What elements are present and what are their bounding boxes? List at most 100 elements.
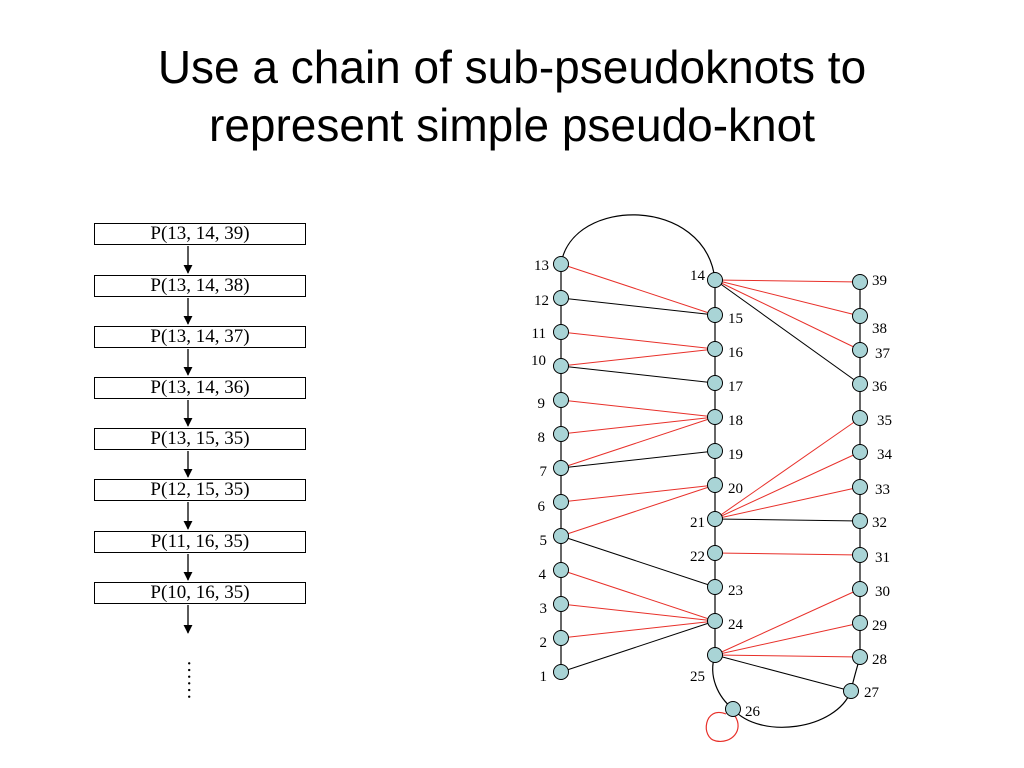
node-label-21: 21 — [690, 515, 705, 531]
pair-line-14-39 — [714, 279, 861, 283]
pair-line-25-30 — [714, 588, 861, 656]
pair-line-7-18 — [560, 416, 716, 469]
node-label-18: 18 — [728, 413, 743, 429]
chain-item-7: P(11, 16, 35) — [94, 531, 306, 553]
nucleotide-labels: 1234567891011121314151617181920212223242… — [531, 258, 893, 720]
node-label-19: 19 — [728, 447, 743, 463]
pair-line-8-18 — [560, 416, 716, 435]
node-25 — [707, 647, 723, 663]
pair-line-14-38 — [714, 279, 861, 317]
node-32 — [852, 513, 868, 529]
pair-line-25-29 — [714, 622, 861, 656]
node-label-28: 28 — [872, 652, 887, 668]
node-28 — [852, 649, 868, 665]
node-label-6: 6 — [538, 499, 546, 515]
pair-line-1-24 — [560, 620, 716, 673]
chain-item-6: P(12, 15, 35) — [94, 479, 306, 501]
chain-item-4: P(13, 14, 36) — [94, 377, 306, 399]
chain-item-3: P(13, 14, 37) — [94, 326, 306, 348]
node-4 — [553, 562, 569, 578]
backbone-segment — [712, 654, 734, 710]
node-18 — [707, 409, 723, 425]
node-20 — [707, 477, 723, 493]
node-8 — [553, 426, 569, 442]
pair-line-7-19 — [560, 450, 716, 469]
node-37 — [852, 342, 868, 358]
pair-line-3-24 — [560, 603, 716, 622]
pair-line-21-32 — [714, 518, 861, 522]
backbone-segment — [732, 690, 852, 728]
node-label-9: 9 — [538, 396, 546, 412]
node-10 — [553, 358, 569, 374]
node-label-20: 20 — [728, 481, 743, 497]
node-27 — [843, 683, 859, 699]
node-5 — [553, 528, 569, 544]
chain-item-5: P(13, 15, 35) — [94, 428, 306, 450]
pair-line-2-24 — [560, 620, 716, 639]
node-16 — [707, 341, 723, 357]
node-21 — [707, 511, 723, 527]
node-label-25: 25 — [690, 669, 705, 685]
chain-item-2: P(13, 14, 38) — [94, 275, 306, 297]
pair-line-9-18 — [560, 399, 716, 418]
node-label-2: 2 — [540, 635, 548, 651]
node-label-35: 35 — [877, 413, 892, 429]
pair-line-25-28 — [714, 654, 861, 658]
pair-line-10-17 — [560, 365, 716, 384]
node-15 — [707, 307, 723, 323]
pair-line-5-23 — [560, 535, 716, 588]
node-38 — [852, 308, 868, 324]
nucleotide-nodes — [553, 256, 868, 717]
pair-line-22-31 — [714, 552, 861, 556]
node-label-13: 13 — [534, 258, 549, 274]
pair-line-21-34 — [714, 451, 861, 520]
node-33 — [852, 479, 868, 495]
node-30 — [852, 581, 868, 597]
pair-line-10-16 — [560, 348, 716, 367]
node-31 — [852, 547, 868, 563]
node-13 — [553, 256, 569, 272]
chain-arrows: …… — [183, 246, 205, 700]
chain-continuation-dots: …… — [183, 660, 205, 700]
node-label-12: 12 — [534, 293, 549, 309]
node-12 — [553, 290, 569, 306]
node-label-31: 31 — [875, 550, 890, 566]
node-3 — [553, 596, 569, 612]
node-29 — [852, 615, 868, 631]
node-label-10: 10 — [531, 353, 546, 369]
node-label-22: 22 — [690, 549, 705, 565]
node-9 — [553, 392, 569, 408]
pair-line-11-16 — [560, 331, 716, 350]
backbone-segment — [560, 214, 716, 281]
pair-line-12-15 — [560, 297, 716, 316]
node-label-1: 1 — [540, 669, 548, 685]
slide-title: Use a chain of sub-pseudoknots to repres… — [0, 38, 1024, 154]
pair-line-25-27 — [714, 654, 852, 692]
node-label-14: 14 — [690, 268, 706, 284]
pair-line-14-36 — [714, 279, 861, 385]
node-17 — [707, 375, 723, 391]
slide-title-line-2: represent simple pseudo-knot — [209, 99, 815, 151]
node-label-23: 23 — [728, 583, 743, 599]
slide-title-line-1: Use a chain of sub-pseudoknots to — [157, 41, 867, 93]
pair-line-13-15 — [560, 263, 716, 316]
node-6 — [553, 494, 569, 510]
node-2 — [553, 630, 569, 646]
node-label-4: 4 — [539, 567, 547, 583]
node-label-15: 15 — [728, 311, 743, 327]
node-label-33: 33 — [875, 482, 890, 498]
node-label-30: 30 — [875, 584, 890, 600]
node-label-16: 16 — [728, 345, 744, 361]
node-7 — [553, 460, 569, 476]
node-label-29: 29 — [872, 618, 887, 634]
node-label-5: 5 — [540, 533, 548, 549]
node-19 — [707, 443, 723, 459]
node-label-7: 7 — [540, 464, 548, 480]
pair-line-21-35 — [714, 417, 861, 520]
node-label-8: 8 — [538, 430, 546, 446]
pair-line-6-20 — [560, 484, 716, 503]
node-label-39: 39 — [872, 273, 887, 289]
base-pair-lines — [560, 263, 861, 742]
node-23 — [707, 579, 723, 595]
